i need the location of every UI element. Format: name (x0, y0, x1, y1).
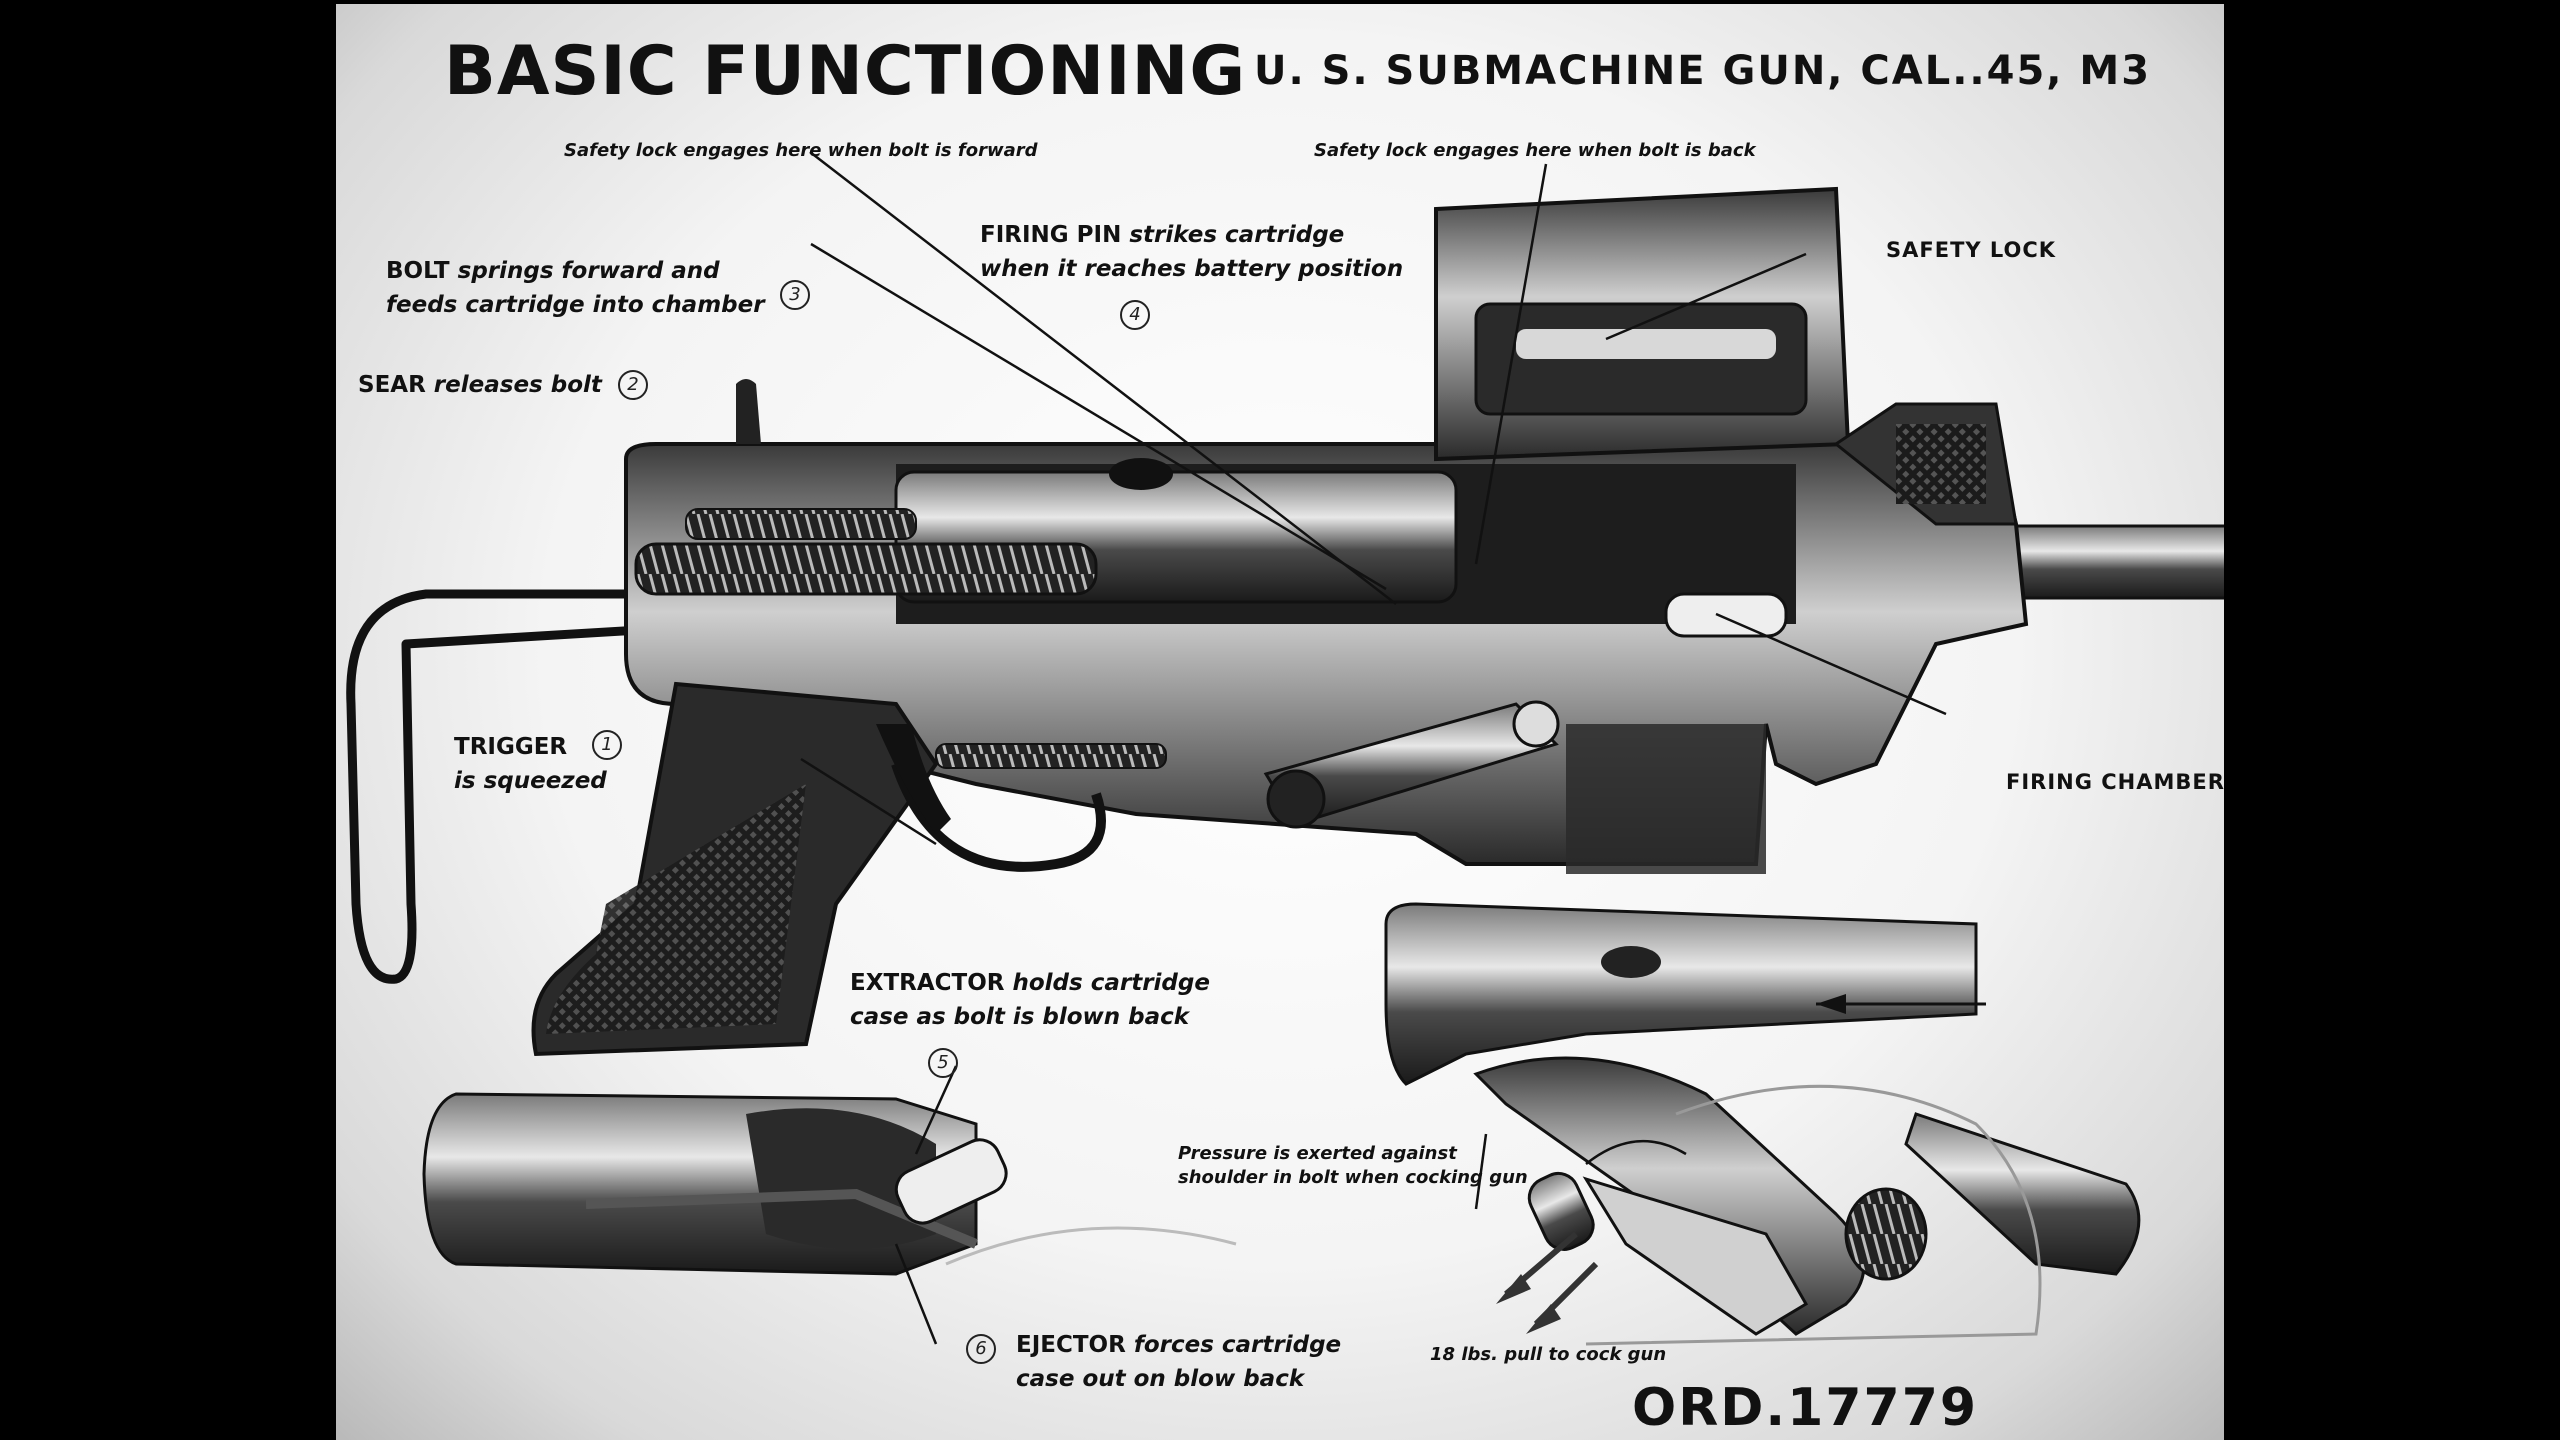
step-number-1: 1 (592, 730, 622, 760)
label-safety-lock: SAFETY LOCK (1886, 238, 2057, 262)
ejected-case (894, 1138, 1008, 1225)
step-name: EJECTOR (1016, 1332, 1126, 1358)
step-text: when it reaches battery position (980, 256, 1404, 282)
wire-stock (346, 589, 661, 984)
note-text: shoulder in bolt when cocking gun (1178, 1167, 1528, 1188)
cartridge (1664, 592, 1788, 638)
note-safety-back: Safety lock engages here when bolt is ba… (1314, 140, 1756, 161)
step-text: springs forward and (449, 258, 720, 284)
step-number-2: 2 (618, 370, 648, 400)
note-text: Pressure is exerted against (1178, 1143, 1457, 1164)
step-name: FIRING PIN (980, 222, 1122, 248)
note-pull: 18 lbs. pull to cock gun (1430, 1344, 1667, 1365)
step-text: is squeezed (454, 768, 607, 794)
step-text: case out on blow back (1016, 1366, 1305, 1392)
note-pressure: Pressure is exerted against shoulder in … (1178, 1142, 1528, 1190)
step-extractor-caption: EXTRACTOR holds cartridge case as bolt i… (850, 966, 1210, 1034)
step-text: forces cartridge (1125, 1332, 1342, 1358)
label-firing-chamber: FIRING CHAMBER (2006, 770, 2224, 794)
trigger (876, 724, 951, 834)
step-text: holds cartridge (1004, 970, 1210, 996)
step-number-4: 4 (1120, 300, 1150, 330)
trigger-guard (891, 762, 1106, 872)
page-subtitle: U. S. SUBMACHINE GUN, CAL..45, M3 (1254, 48, 2152, 94)
step-number-5: 5 (928, 1048, 958, 1078)
m3-cutaway-illustration (346, 151, 2224, 1346)
step-sear-caption: SEAR releases bolt (358, 368, 602, 402)
page-title: BASIC FUNCTIONING (444, 32, 1247, 111)
step-text: strikes cartridge (1121, 222, 1345, 248)
figure-number: ORD.17779 (1632, 1378, 1979, 1438)
step-firing-pin-caption: FIRING PIN strikes cartridge when it rea… (980, 218, 1403, 286)
step-trigger-caption: TRIGGER is squeezed (454, 730, 607, 798)
bolt-detail (1384, 902, 1978, 1086)
step-number-3: 3 (780, 280, 810, 310)
recoil-spring (634, 542, 1098, 596)
step-text: case as bolt is blown back (850, 1004, 1190, 1030)
step-text: releases bolt (425, 372, 602, 398)
leader-lines (800, 151, 1947, 1345)
step-name: EXTRACTOR (850, 970, 1005, 996)
step-name: SEAR (358, 372, 426, 398)
step-bolt-caption: BOLT springs forward and feeds cartridge… (386, 254, 765, 322)
diagram-poster: BASIC FUNCTIONING U. S. SUBMACHINE GUN, … (336, 4, 2224, 1440)
barrel (1984, 524, 2224, 600)
step-text: feeds cartridge into chamber (386, 292, 765, 318)
step-name: TRIGGER (454, 734, 568, 760)
step-ejector-caption: EJECTOR forces cartridge case out on blo… (1016, 1328, 1341, 1396)
note-safety-forward: Safety lock engages here when bolt is fo… (564, 140, 1038, 161)
step-name: BOLT (386, 258, 450, 284)
step-number-6: 6 (966, 1334, 996, 1364)
